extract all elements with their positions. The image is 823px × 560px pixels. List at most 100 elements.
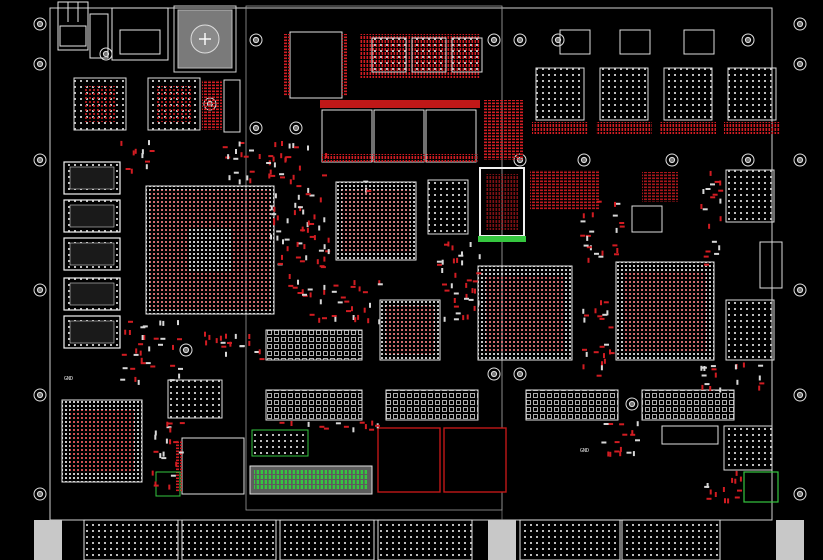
left-magnetics-column bbox=[63, 161, 121, 349]
passive-pad bbox=[297, 292, 303, 294]
passive-pad bbox=[727, 498, 730, 504]
passive-pad bbox=[325, 153, 328, 158]
passive-pad bbox=[599, 345, 605, 348]
mounting-hole bbox=[513, 33, 527, 47]
mounting-hole-center bbox=[744, 156, 752, 164]
passive-pad bbox=[704, 383, 710, 386]
passive-pad bbox=[353, 280, 356, 286]
passive-pad bbox=[453, 318, 459, 321]
inductor-outline bbox=[619, 29, 651, 55]
passive-pad bbox=[274, 193, 277, 199]
passive-pad bbox=[619, 446, 622, 452]
passive-pad bbox=[702, 189, 705, 194]
passive-pad bbox=[359, 421, 365, 424]
passive-pad bbox=[450, 283, 453, 289]
passive-pad bbox=[175, 461, 178, 467]
passive-pad bbox=[582, 364, 585, 370]
power-ic bbox=[599, 67, 649, 121]
passive-pad bbox=[309, 313, 315, 316]
passive-pad bbox=[274, 142, 277, 148]
passive-pad bbox=[154, 481, 157, 487]
passive-pad bbox=[246, 175, 249, 181]
passive-pad bbox=[139, 350, 142, 356]
passive-pad bbox=[276, 235, 279, 241]
passive-pad bbox=[309, 292, 312, 298]
passive-pad bbox=[461, 251, 463, 257]
passive-pad bbox=[220, 341, 226, 344]
right-column-components bbox=[530, 169, 783, 503]
passive-pad bbox=[234, 333, 237, 339]
mounting-hole bbox=[793, 487, 807, 501]
passive-pad bbox=[148, 346, 151, 352]
passive-pad bbox=[178, 451, 184, 454]
mounting-hole-center bbox=[36, 60, 44, 68]
passive-pad bbox=[273, 206, 276, 212]
passive-pad bbox=[469, 242, 472, 247]
edge-connector-segment bbox=[519, 519, 621, 560]
passive-pad bbox=[704, 485, 710, 488]
power-ic bbox=[727, 67, 777, 121]
passive-pad bbox=[319, 299, 322, 305]
passive-pad bbox=[594, 252, 599, 255]
mounting-hole-center bbox=[36, 156, 44, 164]
passive-pad bbox=[150, 365, 156, 368]
passive-pad bbox=[172, 344, 174, 350]
passive-pad bbox=[582, 213, 585, 219]
passive-pad bbox=[290, 421, 293, 426]
passive-pad bbox=[148, 140, 150, 146]
passive-pad bbox=[452, 258, 455, 264]
passive-pad bbox=[742, 362, 745, 368]
passive-pad bbox=[289, 179, 292, 185]
passive-pad bbox=[228, 175, 231, 181]
mounting-hole bbox=[577, 153, 591, 167]
passive-pad bbox=[700, 365, 703, 371]
passive-pad bbox=[281, 141, 283, 146]
mounting-hole bbox=[179, 343, 193, 357]
passive-pad bbox=[709, 489, 712, 495]
passive-pad bbox=[170, 364, 176, 367]
passive-pad bbox=[714, 252, 720, 255]
passive-pad bbox=[151, 470, 154, 476]
passive-pad bbox=[179, 422, 185, 425]
passive-pad bbox=[363, 307, 366, 313]
passive-pad bbox=[703, 255, 709, 258]
passive-pad bbox=[279, 173, 285, 176]
passive-pad bbox=[600, 365, 603, 371]
top-connectors bbox=[57, 1, 237, 73]
passive-pad bbox=[734, 496, 740, 499]
passive-pad bbox=[441, 268, 444, 273]
passive-pad bbox=[272, 156, 275, 162]
passive-pad bbox=[259, 358, 265, 361]
passive-pad bbox=[239, 142, 245, 144]
passive-pad bbox=[227, 154, 230, 160]
passive-pad bbox=[601, 441, 607, 444]
passive-pad bbox=[313, 214, 316, 220]
passive-pad bbox=[153, 450, 159, 453]
passive-pad bbox=[268, 155, 274, 158]
passive-pad bbox=[327, 237, 330, 243]
passive-pad bbox=[132, 150, 135, 156]
passive-pad bbox=[711, 368, 717, 371]
passive-pad bbox=[706, 497, 712, 500]
passive-pad bbox=[708, 223, 711, 229]
passive-pad bbox=[268, 173, 271, 179]
passive-pad bbox=[731, 477, 734, 483]
passive-pad bbox=[130, 168, 133, 174]
passive-pad bbox=[612, 244, 618, 247]
passive-pad bbox=[468, 298, 474, 301]
mounting-hole bbox=[625, 397, 639, 411]
passive-pad bbox=[583, 317, 586, 323]
passive-pad bbox=[248, 340, 251, 346]
passive-pad bbox=[704, 263, 709, 266]
passive-pad bbox=[319, 197, 322, 203]
mounting-hole bbox=[289, 121, 303, 135]
power-ic-pins bbox=[532, 122, 588, 134]
passive-pad bbox=[582, 348, 587, 351]
mounting-hole-center bbox=[796, 391, 804, 399]
passive-pad bbox=[233, 157, 239, 160]
passive-pad bbox=[316, 259, 319, 265]
passive-pad bbox=[344, 300, 350, 303]
passive-pad bbox=[369, 428, 375, 431]
mounting-hole-center bbox=[796, 286, 804, 294]
passive-pad bbox=[462, 315, 465, 321]
